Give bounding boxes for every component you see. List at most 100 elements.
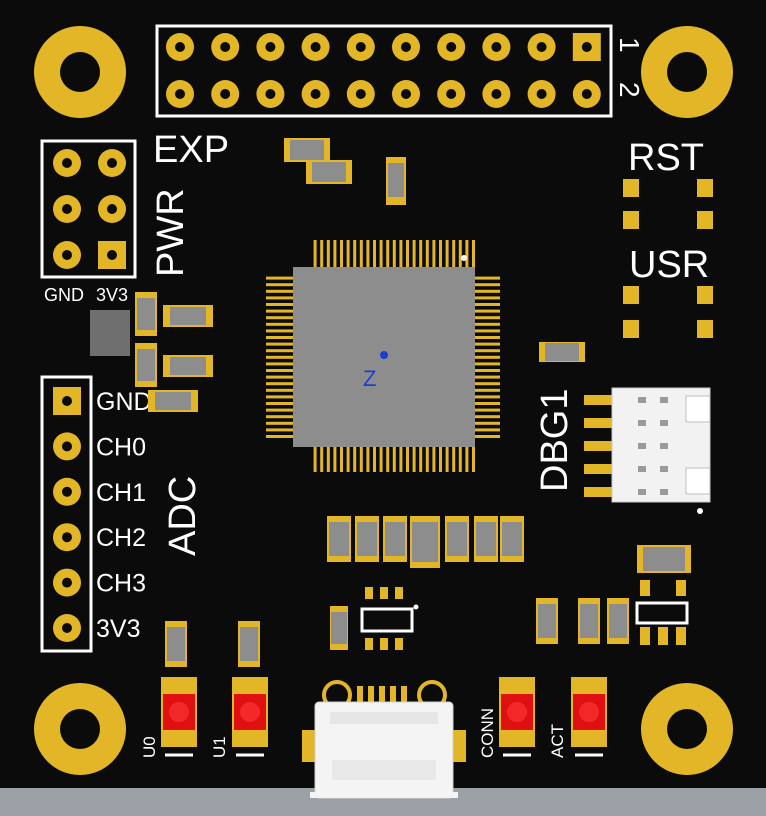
smd-parts-lower (165, 545, 691, 667)
mcu-lead (326, 444, 330, 472)
mcu-lead (373, 444, 376, 472)
mcu-lead (406, 444, 409, 472)
mcu-lead (419, 240, 423, 270)
exp-pin (346, 80, 375, 108)
usb-connector[interactable] (302, 680, 466, 799)
smd-parts-power (90, 292, 213, 412)
mcu-lead (392, 444, 396, 472)
adc-pin (53, 387, 81, 415)
mounting-hole-bottom-right (641, 683, 733, 775)
mcu-origin-dot (380, 351, 388, 359)
mcu-lead (412, 444, 416, 472)
mcu-lead (425, 444, 429, 472)
mcu-lead (320, 444, 324, 472)
led-u1 (232, 677, 268, 757)
mcu-lead (392, 240, 396, 270)
mcu-lead (472, 395, 500, 399)
led-act-label: ACT (548, 724, 567, 758)
mcu-lead (266, 395, 296, 399)
mcu-lead (373, 240, 376, 270)
pwr-header-pins (53, 149, 126, 269)
rst-button-label: RST (628, 137, 704, 179)
mcu-lead (346, 240, 350, 270)
mcu-lead (266, 435, 296, 438)
led-conn-label: CONN (478, 708, 497, 758)
mcu-lead (472, 342, 500, 346)
mcu-lead (465, 240, 469, 270)
exp-pin (572, 33, 601, 61)
mcu-lead (472, 336, 500, 339)
pwr-pin (98, 241, 126, 269)
mcu-lead (419, 444, 423, 472)
mcu-lead (452, 444, 456, 472)
capacitor (474, 516, 498, 562)
mcu-lead (340, 444, 343, 472)
adc-header-outline (40, 375, 93, 653)
mcu-lead (266, 303, 296, 306)
mcu-lead (266, 355, 296, 359)
mcu-lead (340, 240, 343, 270)
exp-pin (437, 33, 466, 61)
mcu-lead (266, 276, 296, 280)
mounting-hole-bottom-left (34, 683, 126, 775)
mcu-lead (333, 444, 337, 472)
mcu-lead (458, 444, 462, 472)
mcu-lead (266, 408, 296, 412)
mcu-origin-marker: Z (363, 366, 376, 391)
adc-pin-label: CH0 (96, 433, 146, 461)
mcu-lead (406, 240, 409, 270)
mcu-lead (472, 303, 500, 306)
led-u1-label: U1 (210, 736, 229, 758)
exp-header-pins (166, 33, 601, 108)
rst-button[interactable] (623, 179, 713, 229)
usr-button[interactable] (623, 286, 713, 338)
mcu-lead (472, 309, 500, 313)
mcu-leads (266, 240, 500, 472)
mcu-lead (472, 329, 500, 333)
exp-pin (392, 33, 420, 61)
mcu-lead (266, 342, 296, 346)
adc-header-label: ADC (162, 476, 204, 556)
mcu-lead (432, 444, 436, 472)
mcu-lead (266, 309, 296, 313)
mcu-lead (313, 444, 317, 472)
mcu-lead (472, 428, 500, 432)
exp-header-label: EXP (153, 129, 229, 171)
mcu-lead (399, 240, 403, 270)
exp-pin (437, 80, 466, 108)
mcu-lead (320, 240, 324, 270)
mcu-lead (366, 240, 370, 270)
mcu-lead (472, 289, 500, 293)
mcu-lead (432, 240, 436, 270)
exp-pin (527, 80, 556, 108)
capacitor (327, 516, 351, 562)
mcu-lead (472, 240, 475, 270)
mounting-hole-top-left (34, 26, 126, 118)
mcu-lead (472, 369, 500, 372)
pwr-header-label: PWR (150, 188, 192, 277)
mcu-lead (472, 349, 500, 353)
pwr-pin (53, 195, 81, 223)
adc-pin (53, 477, 81, 506)
mcu-lead (472, 415, 500, 419)
pwr-header-outline (40, 139, 137, 279)
smd-part-right (539, 342, 585, 362)
exp-pin1-marker: 1 (614, 37, 645, 53)
debug-connector[interactable] (584, 387, 711, 514)
mcu-lead (353, 444, 357, 472)
mcu-lead (266, 369, 296, 372)
mcu-lead (439, 444, 442, 472)
mounting-hole-top-right (641, 26, 733, 118)
mcu-lead (472, 402, 500, 405)
debug-connector-label: DBG1 (534, 389, 576, 492)
mcu-lead (266, 316, 296, 320)
mcu-lead (472, 421, 500, 425)
adc-pin-label: GND (96, 388, 152, 416)
mcu-lead (386, 444, 390, 472)
mcu-lead (439, 240, 442, 270)
exp-pin (301, 80, 330, 108)
mcu-lead (472, 382, 500, 386)
exp-pin (392, 80, 420, 108)
mcu-lead (472, 276, 500, 280)
